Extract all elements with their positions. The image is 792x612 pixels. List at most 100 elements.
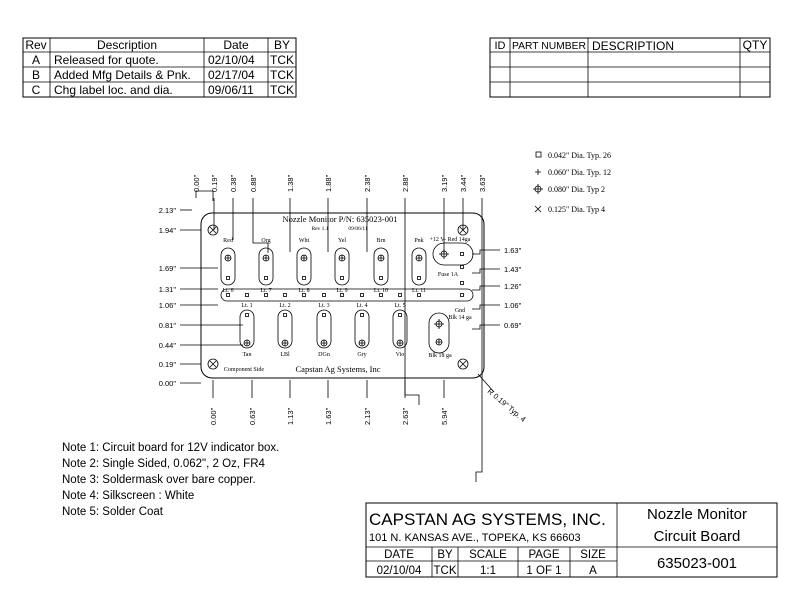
board-date: 09/06/11: [348, 226, 368, 232]
light-slot: [296, 247, 312, 286]
wire-color-label: Wht: [299, 238, 310, 244]
square-hole-icon: [398, 293, 402, 297]
plus-hole-icon: [535, 169, 541, 175]
square-hole-icon: [226, 276, 230, 280]
plus-hole-icon: [358, 339, 366, 347]
by-cell: TCK: [270, 83, 294, 97]
board-title: Nozzle Monitor P/N: 635023-001: [283, 214, 398, 224]
square-hole-icon: [460, 281, 464, 285]
top-dimension-label: 0.88": [249, 174, 258, 192]
top-dimension-label: 1.88": [324, 174, 333, 192]
light-label: Lt. 10: [374, 288, 388, 294]
plus-hole-icon: [415, 254, 423, 262]
date-label: DATE: [384, 549, 414, 561]
light-label: Lt. 4: [356, 303, 367, 309]
light-label: Lt. 1: [241, 303, 252, 309]
rev-cell: B: [32, 68, 40, 82]
plus-hole-icon: [281, 339, 289, 347]
wire-color-label: Red: [223, 238, 233, 244]
left-dimension-label: 2.13": [159, 206, 177, 215]
drawing-part-number: 635023-001: [657, 555, 737, 572]
target-hole-icon: [439, 249, 449, 259]
gnd-label: Gnd: [455, 308, 465, 314]
rev-cell: C: [32, 83, 41, 97]
right-dimension-label: 1.63": [504, 246, 522, 255]
notes: Note 1: Circuit board for 12V indicator …: [62, 442, 279, 518]
left-dimension-label: 0.44": [159, 341, 177, 350]
left-dimension-label: 0.00": [159, 379, 177, 388]
plus-hole-icon: [320, 339, 328, 347]
bottom-dimension-label: 2.63": [401, 407, 410, 425]
mounting-hole-icon: [457, 358, 469, 370]
title-block: CAPSTAN AG SYSTEMS, INC. 101 N. KANSAS A…: [365, 502, 778, 578]
square-hole-icon: [283, 293, 287, 297]
plus-hole-icon: [435, 338, 443, 346]
plus-hole-icon: [396, 339, 404, 347]
revision-row: A Released for quote. 02/10/04 TCK: [32, 53, 294, 67]
description-cell: Chg label loc. and dia.: [54, 83, 173, 97]
left-dimension-label: 0.19": [159, 360, 177, 369]
component-side-label: Component Side: [224, 367, 265, 373]
by-value: TCK: [434, 565, 457, 577]
light-slot: [392, 309, 408, 349]
by-cell: TCK: [270, 53, 294, 67]
square-hole-icon: [264, 276, 268, 280]
light-label: Lt. 11: [412, 288, 426, 294]
note: Note 2: Single Sided, 0.062", 2 Oz, FR4: [62, 458, 265, 470]
mounting-hole-icon: [457, 224, 469, 236]
square-hole-icon: [460, 293, 464, 297]
square-hole-icon: [283, 313, 287, 317]
wire-color-label: Vio: [396, 352, 405, 358]
by-cell: TCK: [270, 68, 294, 82]
plus-hole-icon: [300, 254, 308, 262]
wire-color-label: DGn: [318, 352, 330, 358]
top-dimension-label: 3.63": [478, 174, 487, 192]
note: Note 1: Circuit board for 12V indicator …: [62, 442, 279, 454]
by-label: BY: [437, 549, 453, 561]
target-hole-icon: [533, 184, 543, 194]
light-slot: [220, 247, 236, 286]
bottom-dimension-label: 1.63": [324, 407, 333, 425]
rev-header: Rev: [25, 38, 46, 52]
scale-value: 1:1: [480, 565, 496, 577]
gnd-wire2-label: Blk 18 ga: [428, 353, 452, 359]
square-hole-icon: [322, 293, 326, 297]
wire-color-label: LBl: [280, 352, 290, 358]
square-hole-icon: [360, 293, 364, 297]
revision-table: Rev Description Date BY A Released for q…: [22, 37, 297, 98]
light-label: Lt. 7: [260, 288, 271, 294]
gnd-wire-label: Blk 14 ga: [448, 315, 472, 321]
bottom-dimension-label: 0.63": [248, 407, 257, 425]
board-company-label: Capstan Ag Systems, Inc: [296, 364, 381, 374]
circuit-board-outline: [200, 212, 485, 379]
light-label: Lt. 8: [298, 288, 309, 294]
right-dimension-label: 1.43": [504, 265, 522, 274]
target-hole-icon: [434, 319, 444, 329]
wire-color-label: Org: [261, 238, 270, 244]
light-label: Lt. 2: [279, 303, 290, 309]
square-hole-icon: [379, 276, 383, 280]
size-value: A: [589, 565, 597, 577]
page-label: PAGE: [528, 549, 559, 561]
light-slot: [373, 247, 389, 286]
plus-hole-icon: [377, 254, 385, 262]
bottom-dimension-label: 2.13": [363, 407, 372, 425]
top-dimension-label: 2.38": [363, 174, 372, 192]
top-dimension-label: 3.19": [440, 174, 449, 192]
top-dimension-label: 3.44": [459, 174, 468, 192]
square-hole-icon: [379, 293, 383, 297]
square-hole-icon: [226, 293, 230, 297]
square-hole-icon: [417, 293, 421, 297]
plus-hole-icon: [338, 254, 346, 262]
part-number-header: PART NUMBER: [512, 41, 586, 52]
wire-color-label: Tan: [243, 352, 252, 358]
date-cell: 02/17/04: [208, 68, 255, 82]
square-hole-icon: [460, 265, 464, 269]
light-slot: [239, 309, 255, 349]
date-header: Date: [223, 38, 249, 52]
square-hole-icon: [264, 293, 268, 297]
legend-item: 0.080" Dia. Typ 2: [548, 185, 605, 194]
note: Note 5: Solder Coat: [62, 506, 164, 518]
